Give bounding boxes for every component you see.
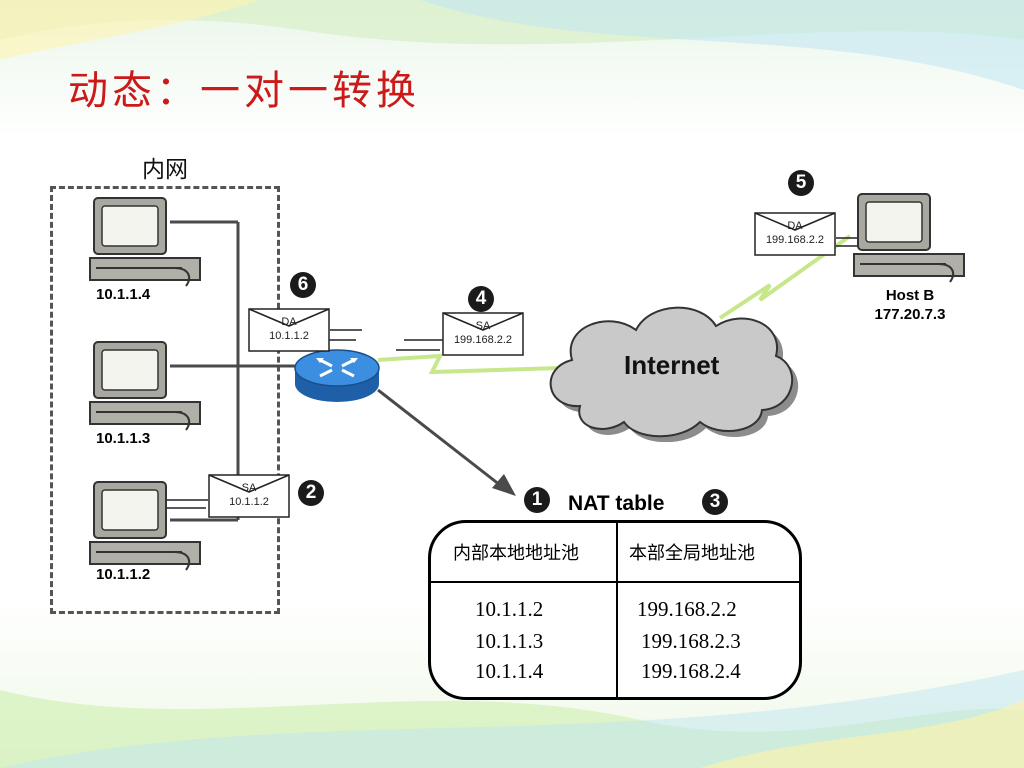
computer-icon — [89, 341, 201, 431]
host-ip-label: 10.1.1.3 — [96, 430, 151, 447]
host-b-label: Host B 177.20.7.3 — [860, 286, 960, 324]
envelope-icon — [208, 474, 290, 518]
nat-table-header-global: 本部全局地址池 — [629, 543, 755, 564]
inner-network-boundary — [50, 186, 280, 614]
packet-envelope-step-6: DA 10.1.1.2 — [248, 308, 330, 352]
nat-table-cell: 199.168.2.3 — [641, 629, 741, 653]
step-badge-1: 1 — [524, 487, 550, 513]
step-badge-2: 2 — [298, 480, 324, 506]
host-ip-label: 10.1.1.4 — [96, 286, 151, 303]
nat-table-header-divider — [431, 581, 799, 583]
step-badge-3: 3 — [702, 489, 728, 515]
step-badge-4: 4 — [468, 286, 494, 312]
page-title: 动态：一对一转换 — [68, 68, 420, 114]
inner-network-label: 内网 — [142, 157, 188, 183]
nat-table-caption: NAT table — [568, 492, 665, 515]
step-badge-5: 5 — [788, 170, 814, 196]
computer-icon — [853, 193, 965, 283]
packet-address: 199.168.2.2 — [765, 234, 825, 246]
nat-table-cell: 10.1.1.2 — [475, 597, 544, 621]
packet-envelope-step-2: SA 10.1.1.2 — [208, 474, 290, 518]
internet-label: Internet — [624, 350, 720, 380]
computer-icon — [89, 481, 201, 571]
host-ip-label: 10.1.1.2 — [96, 566, 151, 583]
host-b-ip: 177.20.7.3 — [874, 306, 946, 323]
nat-table: 内部本地地址池 本部全局地址池 10.1.1.2 199.168.2.2 10.… — [428, 520, 802, 700]
packet-field: DA — [281, 316, 297, 328]
internet-cloud-icon — [549, 306, 798, 442]
nat-table-column-divider — [616, 523, 618, 697]
packet-address: 199.168.2.2 — [453, 334, 513, 346]
packet-field: DA — [787, 220, 803, 232]
computer-icon — [89, 197, 201, 287]
envelope-icon — [754, 212, 836, 256]
envelope-icon — [442, 312, 524, 356]
packet-envelope-step-4: SA 199.168.2.2 — [442, 312, 524, 356]
nat-table-cell: 10.1.1.3 — [475, 629, 544, 653]
nat-table-cell: 199.168.2.2 — [637, 597, 737, 621]
packet-field: SA — [241, 482, 257, 494]
packet-address: 10.1.1.2 — [229, 496, 269, 508]
packet-address: 10.1.1.2 — [269, 330, 309, 342]
packet-field: SA — [475, 320, 491, 332]
router-icon — [294, 349, 380, 402]
step-badge-6: 6 — [290, 272, 316, 298]
host-b-name: Host B — [885, 287, 935, 304]
nat-table-header-inside-local: 内部本地地址池 — [453, 543, 579, 564]
packet-envelope-step-5: DA 199.168.2.2 — [754, 212, 836, 256]
nat-table-cell: 10.1.1.4 — [475, 659, 544, 683]
nat-table-cell: 199.168.2.4 — [641, 659, 741, 683]
envelope-icon — [248, 308, 330, 352]
